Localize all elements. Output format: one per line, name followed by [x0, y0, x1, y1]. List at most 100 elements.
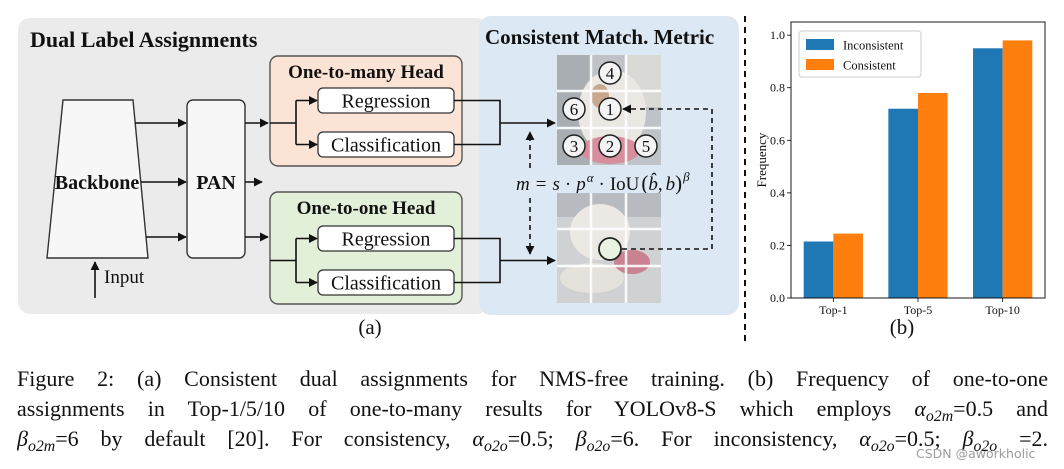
caption-math-symbol: β	[17, 426, 28, 451]
caption-math-symbol: α	[859, 426, 871, 451]
prediction-marker	[562, 134, 586, 158]
caption-subscript: o2o	[973, 437, 998, 454]
formula-p: p	[574, 174, 586, 195]
caption-text: =0.5 and	[953, 396, 1048, 421]
caption-subscript: o2o	[586, 437, 611, 454]
match-metric-panel	[479, 16, 739, 315]
formula-m: m	[516, 174, 530, 195]
match-metric-formula: m=s·pα·IoU(b̂,b)β	[516, 169, 690, 195]
frequency-chart: Top-1 Top-5 Top-10 0.0 0.2 0.4 0.6 0.8 1.0 Incon…	[754, 21, 1046, 317]
match-metric-title: Consistent Match. Metric	[485, 25, 714, 49]
y-tick-label: 1.0	[770, 28, 785, 42]
one-to-many-head-title: One-to-many Head	[288, 62, 444, 83]
formula-open-paren: (	[641, 171, 648, 195]
classification-output-line	[454, 260, 501, 284]
formula-iou: IoU	[610, 174, 640, 195]
caption-subscript: o2m	[925, 407, 954, 424]
x-tick-label-top-5: Top-5	[904, 303, 933, 317]
caption-text: assignments in Top-1/5/10 of one-to-many…	[17, 396, 915, 421]
sample-image-bottom	[557, 193, 661, 303]
classification-output-line	[454, 123, 501, 146]
figure-caption: Figure 2: (a) Consistent dual assignment…	[17, 364, 1048, 454]
regression-output-line	[454, 237, 501, 261]
matched-prediction-marker	[598, 237, 622, 261]
caption-math-symbol: β	[962, 426, 974, 451]
bar-inconsistent-top-10	[973, 48, 1003, 299]
y-tick-label: 0.2	[770, 238, 785, 252]
legend-swatch-inconsistent	[806, 39, 834, 50]
formula-b-hat: b̂	[648, 173, 658, 195]
prediction-rank: 1	[606, 100, 615, 119]
ranked-prediction-markers: 4 6 1 3 2 5	[562, 61, 658, 158]
prediction-rank: 3	[570, 137, 579, 156]
caption-text: =0.5;	[507, 426, 576, 451]
legend-swatch-consistent	[806, 59, 834, 70]
formula-alpha: α	[587, 170, 595, 185]
legend-label-consistent: Consistent	[843, 59, 896, 73]
formula-b: b	[666, 174, 676, 195]
watermark: CSDN @aworkholic	[916, 446, 1036, 461]
bar-inconsistent-top-5	[888, 108, 918, 298]
bar-inconsistent-top-1	[803, 241, 834, 298]
backbone-label: Backbone	[55, 172, 140, 194]
classification-label: Classification	[331, 135, 441, 157]
figure-canvas: Dual Label Assignments Consistent Match.…	[18, 16, 1046, 342]
regression-label: Regression	[342, 91, 431, 113]
dual-label-title: Dual Label Assignments	[30, 27, 258, 52]
x-tick-label-top-1: Top-1	[819, 303, 848, 317]
caption-line: assignments in Top-1/5/10 of one-to-many…	[17, 394, 1048, 424]
prediction-rank: 4	[606, 64, 615, 83]
bar-consistent-top-10	[1002, 40, 1033, 299]
regression-output-line	[454, 99, 501, 123]
prediction-rank: 5	[642, 137, 651, 156]
formula-beta: β	[682, 169, 690, 184]
y-tick-label: 0.4	[770, 186, 785, 200]
one-to-many-head: One-to-many Head Regression Classificati…	[269, 55, 463, 167]
formula-close-paren: )	[675, 171, 682, 195]
caption-math-symbol: α	[472, 426, 484, 451]
caption-text: =6 by default [20]. For consistency,	[55, 426, 473, 451]
caption-subscript: o2m	[27, 437, 56, 454]
legend-label-inconsistent: Inconsistent	[843, 39, 904, 53]
caption-text: =2.	[997, 426, 1048, 451]
input-label: Input	[104, 267, 145, 288]
regression-label: Regression	[342, 229, 431, 251]
bar-consistent-top-5	[918, 92, 948, 298]
formula-comma: ,	[658, 174, 663, 195]
prediction-marker	[634, 134, 658, 158]
caption-subscript: o2o	[483, 437, 508, 454]
backbone-block	[46, 99, 149, 259]
prediction-marker	[598, 134, 622, 158]
bar-consistent-top-1	[833, 233, 863, 298]
pan-label: PAN	[196, 172, 236, 194]
one-to-one-head: One-to-one Head Regression Classificatio…	[269, 191, 463, 305]
caption-text: =0.5;	[894, 426, 963, 451]
y-tick-label: 0.0	[770, 291, 785, 305]
panel-b-label: (b)	[890, 315, 915, 339]
prediction-marker	[598, 61, 622, 85]
y-tick-label: 0.8	[770, 81, 785, 95]
caption-text: =6. For inconsistency,	[610, 426, 860, 451]
formula-s: s	[552, 174, 559, 195]
formula-dot: ·	[599, 174, 605, 195]
prediction-rank: 6	[570, 100, 579, 119]
caption-math-symbol: β	[575, 426, 587, 451]
caption-line: βo2m=6 by default [20]. For consistency,…	[17, 424, 1048, 454]
formula-dot: ·	[565, 174, 571, 195]
caption-line: Figure 2: (a) Consistent dual assignment…	[17, 364, 1048, 394]
x-tick-label-top-10: Top-10	[985, 303, 1020, 317]
prediction-marker	[598, 97, 622, 121]
panel-a-label: (a)	[358, 315, 381, 339]
classification-label: Classification	[331, 273, 441, 295]
one-to-one-head-title: One-to-one Head	[297, 198, 436, 219]
prediction-rank: 2	[606, 137, 615, 156]
pan-block	[186, 99, 246, 259]
caption-math-symbol: α	[914, 396, 926, 421]
caption-subscript: o2o	[870, 437, 895, 454]
y-axis-label: Frequency	[754, 132, 769, 187]
y-tick-label: 0.6	[770, 133, 785, 147]
consistent-match-link	[622, 104, 713, 250]
chart-axes-frame	[790, 21, 1046, 299]
formula-equals: =	[536, 174, 547, 195]
